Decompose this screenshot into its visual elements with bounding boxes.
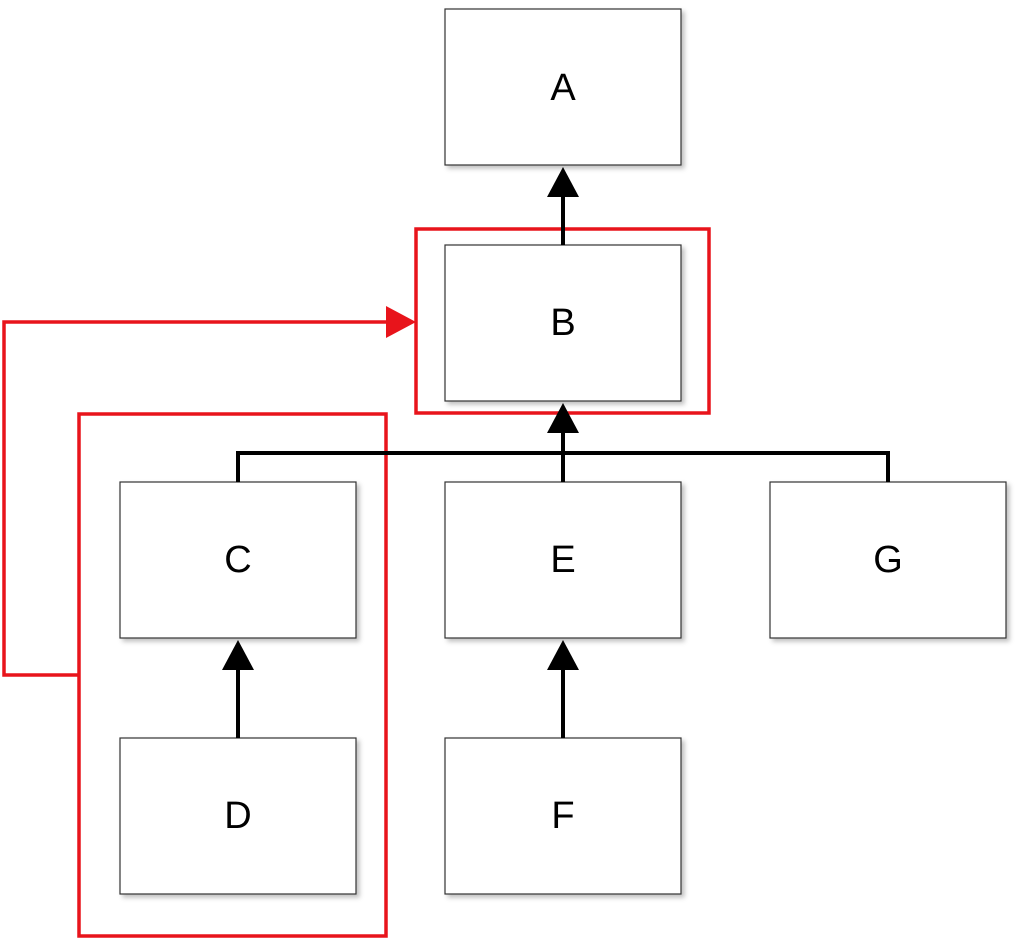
node-b: B xyxy=(444,244,682,402)
arrowhead-e xyxy=(547,640,579,670)
node-b-label: B xyxy=(550,302,575,344)
node-f-label: F xyxy=(551,795,574,837)
arrowhead-c xyxy=(222,640,254,670)
node-e-label: E xyxy=(550,539,575,581)
highlight-connector xyxy=(2,320,388,677)
node-c: C xyxy=(119,481,357,639)
highlight-arrowhead xyxy=(386,306,416,338)
node-a-label: A xyxy=(550,67,576,109)
node-d-label: D xyxy=(224,795,251,837)
node-e: E xyxy=(444,481,682,639)
node-f: F xyxy=(444,737,682,895)
arrowhead-a xyxy=(547,167,579,197)
arrowhead-b xyxy=(547,403,579,433)
node-g-label: G xyxy=(873,539,903,581)
node-g: G xyxy=(769,481,1007,639)
node-d: D xyxy=(119,737,357,895)
node-a: A xyxy=(444,8,682,166)
node-c-label: C xyxy=(224,539,251,581)
